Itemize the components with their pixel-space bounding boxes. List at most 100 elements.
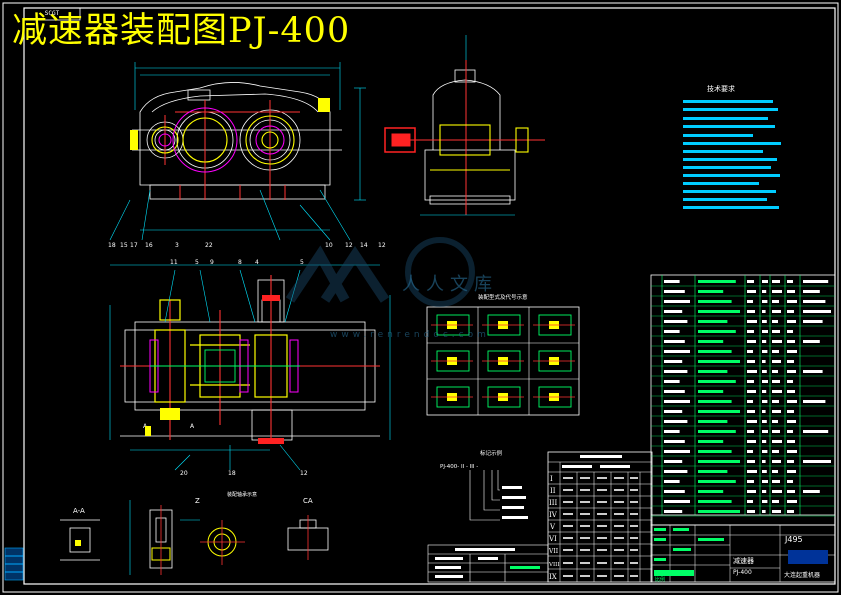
parts-list-cell (664, 330, 680, 333)
lubrication-table-text (435, 548, 540, 578)
parts-list-cell (772, 380, 780, 383)
parts-list-cell (664, 400, 690, 403)
parts-list-cell (787, 280, 793, 283)
parts-list-cell (762, 460, 766, 463)
parts-list-cell (664, 320, 688, 323)
parts-list-cell (698, 430, 736, 433)
svg-text:22: 22 (205, 242, 213, 249)
parts-list-cell (803, 340, 820, 343)
parts-list-cell (664, 310, 683, 313)
parts-list-cell (747, 510, 755, 513)
parts-list-cell (803, 370, 823, 373)
roman-row-2: II (550, 487, 556, 495)
view-z-label: Z (195, 497, 200, 505)
parts-list-cell (787, 330, 793, 333)
parts-list-cell (698, 300, 732, 303)
svg-text:16: 16 (145, 242, 153, 249)
sheet-code: SCGT (44, 10, 60, 17)
parts-list-cell (747, 420, 757, 423)
parts-list-cell (698, 440, 724, 443)
parts-list-cell (664, 280, 680, 283)
parts-list-cell (747, 500, 753, 503)
parts-list-cell (787, 350, 797, 353)
parts-list-cell (803, 430, 829, 433)
parts-list-cell (747, 280, 754, 283)
roman-row-6: VI (548, 535, 557, 543)
parts-list-cell (772, 310, 781, 313)
parts-list-cell (772, 420, 778, 423)
parts-list-cell (772, 340, 782, 343)
parts-list-cell (664, 350, 690, 353)
parts-list-cell (698, 290, 724, 293)
scale-label: 比例 (655, 577, 666, 583)
svg-text:9: 9 (210, 259, 214, 266)
parts-list-cell (772, 300, 779, 303)
svg-text:20: 20 (180, 470, 188, 477)
parts-list-cell (762, 500, 768, 503)
parts-list-cell (698, 320, 728, 323)
svg-text:14: 14 (360, 242, 368, 249)
parts-list-cell (787, 490, 795, 493)
designation-key: 标记示例 PJ-400- II - III - (440, 449, 528, 521)
drawing-model: PJ-400 (733, 569, 752, 576)
parts-list-cell (747, 290, 756, 293)
parts-list-cell (747, 360, 755, 363)
parts-list-cell (747, 300, 753, 303)
parts-list-cell (787, 300, 797, 303)
parts-list-cell (772, 350, 779, 353)
parts-list-cell (762, 420, 767, 423)
svg-text:标记示例: 标记示例 (480, 449, 503, 457)
parts-list-cell (698, 470, 728, 473)
parts-list-cell (747, 330, 754, 333)
parts-list-cell (762, 370, 767, 373)
parts-list-cell (698, 400, 732, 403)
parts-list-cell (787, 370, 796, 373)
parts-list-cell (787, 340, 795, 343)
parts-list-cell (787, 290, 795, 293)
svg-text:11: 11 (170, 259, 178, 266)
parts-list-cell (787, 320, 796, 323)
parts-list-cell (772, 330, 780, 333)
svg-text:A: A (190, 423, 195, 430)
svg-text:15: 15 (120, 242, 128, 249)
parts-list-cell (762, 380, 768, 383)
parts-list-cell (772, 360, 781, 363)
parts-list-cell (762, 350, 768, 353)
parts-list-cell (747, 400, 753, 403)
parts-list-cell (803, 300, 826, 303)
parts-list-cell (772, 470, 778, 473)
svg-text:12: 12 (300, 470, 308, 477)
parts-list-cell (698, 340, 724, 343)
parts-list-cell (762, 400, 768, 403)
lubrication-table (427, 544, 549, 583)
parts-list-cell (747, 350, 753, 353)
drawing-name: 减速器 (733, 557, 754, 565)
parts-list-cell (772, 460, 781, 463)
parts-list-cell (747, 440, 756, 443)
parts-list-cell (664, 340, 685, 343)
parts-list-cell (787, 410, 794, 413)
parts-list-cell (787, 360, 794, 363)
roman-row-4: IV (549, 511, 558, 519)
parts-list-cell (762, 360, 766, 363)
parts-list-cell (664, 450, 690, 453)
parts-list-cell (772, 440, 782, 443)
gear-parameter-table: I II III IV V VI VII VIII IX (547, 451, 653, 583)
parts-list-cell (787, 460, 794, 463)
parts-list-cell (698, 330, 736, 333)
parts-list-cell (772, 510, 781, 513)
parts-list-cell (664, 460, 683, 463)
parts-list-cell (772, 410, 781, 413)
detail-views-bottom: 装配轴承示意 (60, 491, 329, 575)
parts-list-cell (787, 440, 795, 443)
parts-list-cell (664, 410, 683, 413)
parts-list-cell (664, 300, 690, 303)
parts-list-cell (772, 400, 779, 403)
watermark-url: www.renrendoc.com (330, 330, 490, 340)
parts-list-cell (803, 400, 826, 403)
watermark-text: 人人文库 (402, 274, 498, 295)
parts-list-cell (787, 380, 793, 383)
